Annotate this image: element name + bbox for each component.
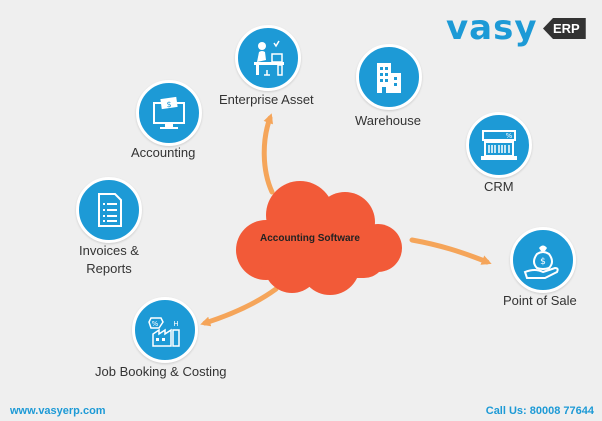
svg-text:$: $ — [166, 100, 171, 109]
accounting-node: $ — [136, 80, 202, 146]
enterprise-asset-node — [235, 25, 301, 91]
point-of-sale-label: Point of Sale — [503, 293, 577, 308]
svg-text:%: % — [506, 132, 513, 140]
register-receipt-icon: % — [481, 130, 517, 160]
crm-node: % — [466, 112, 532, 178]
invoices-label-line1: Invoices & — [79, 243, 139, 258]
invoices-node — [76, 177, 142, 243]
website-link[interactable]: www.vasyerp.com — [10, 405, 106, 417]
arrow-to-enterprise-asset — [261, 113, 275, 195]
enterprise-asset-label: Enterprise Asset — [219, 92, 314, 107]
accounting-software-cloud — [236, 181, 402, 295]
accounting-label: Accounting — [131, 145, 196, 160]
building-icon — [377, 63, 401, 93]
arrow-to-job-booking — [200, 286, 279, 327]
percent-factory-icon: % H — [148, 317, 180, 347]
job-booking-label: Job Booking & Costing — [95, 364, 227, 379]
job-booking-node: % H — [132, 297, 198, 363]
office-desk-icon — [254, 40, 284, 76]
point-of-sale-node: $ — [510, 227, 576, 293]
computer-money-icon: $ — [153, 96, 185, 129]
warehouse-node — [356, 44, 422, 110]
brand-name: vasy — [446, 8, 538, 48]
document-list-icon — [98, 193, 122, 227]
svg-text:$: $ — [540, 257, 546, 267]
center-label: Accounting Software — [259, 233, 360, 244]
money-bag-hand-icon: $ — [523, 245, 559, 279]
invoices-label-line2: Reports — [86, 261, 132, 276]
brand-tag: ERP — [543, 18, 586, 39]
svg-text:H: H — [173, 320, 178, 328]
svg-text:%: % — [152, 320, 159, 328]
crm-label: CRM — [484, 179, 514, 194]
warehouse-label: Warehouse — [355, 113, 421, 128]
invoices-label: Invoices & Reports — [66, 243, 152, 277]
call-us-text: Call Us: 80008 77644 — [485, 405, 594, 417]
arrow-to-point-of-sale — [409, 237, 492, 265]
